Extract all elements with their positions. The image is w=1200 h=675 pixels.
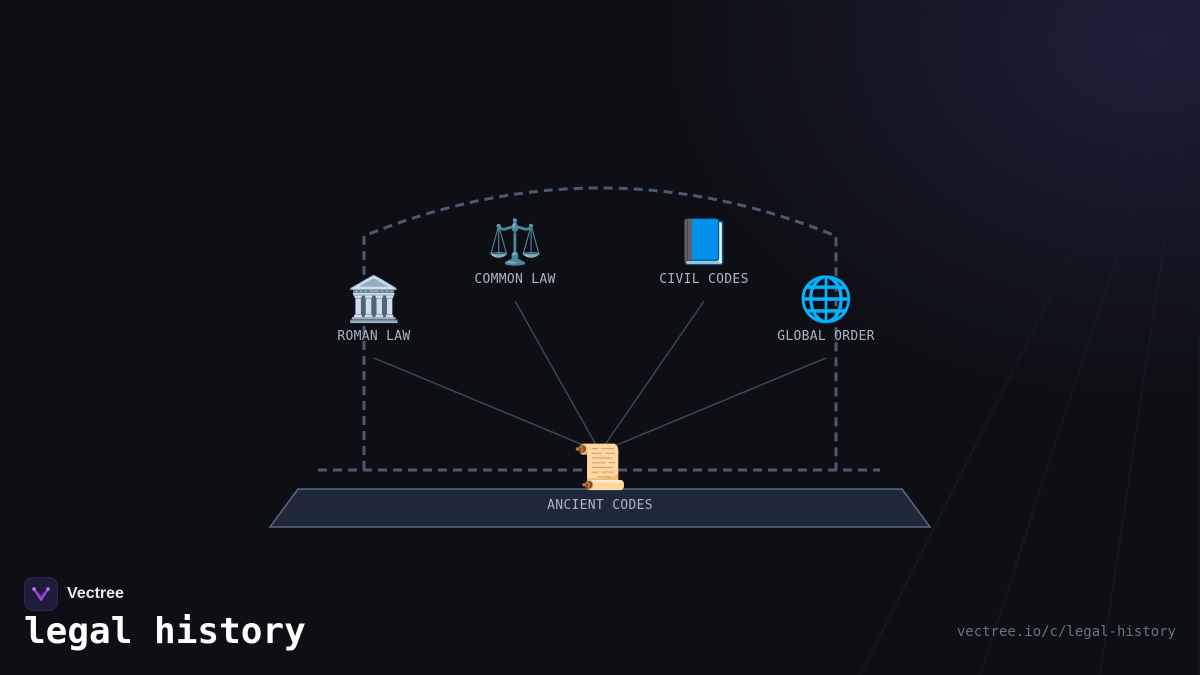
vectree-logo-icon <box>24 577 58 611</box>
branch-label-common-law: COMMON LAW <box>474 272 555 287</box>
connector-civil-codes <box>599 300 705 453</box>
branch-node-civil-codes: 📘 CIVIL CODES <box>659 217 748 287</box>
branch-node-common-law: ⚖️ COMMON LAW <box>474 217 555 287</box>
branch-label-civil-codes: CIVIL CODES <box>659 272 748 287</box>
balance-scale-icon: ⚖️ <box>488 217 543 268</box>
branch-label-global-order: GLOBAL ORDER <box>777 329 875 344</box>
classical-building-icon: 🏛️ <box>347 274 402 325</box>
connector-global-order <box>599 357 827 453</box>
blue-book-icon: 📘 <box>677 217 732 268</box>
connector-roman-law <box>373 357 601 453</box>
page-title: legal history <box>24 611 306 652</box>
connector-common-law <box>514 300 601 453</box>
brand-name: Vectree <box>67 585 124 602</box>
brand: Vectree <box>24 577 124 611</box>
branch-node-roman-law: 🏛️ ROMAN LAW <box>337 274 410 344</box>
base-platform <box>268 488 932 528</box>
page-url: vectree.io/c/legal-history <box>956 624 1176 640</box>
scroll-icon: 📜 <box>573 442 628 493</box>
branch-node-global-order: 🌐 GLOBAL ORDER <box>777 274 875 344</box>
globe-icon: 🌐 <box>799 274 854 325</box>
branch-label-roman-law: ROMAN LAW <box>337 329 410 344</box>
base-label: ANCIENT CODES <box>547 498 653 513</box>
arch-outline <box>362 186 838 470</box>
